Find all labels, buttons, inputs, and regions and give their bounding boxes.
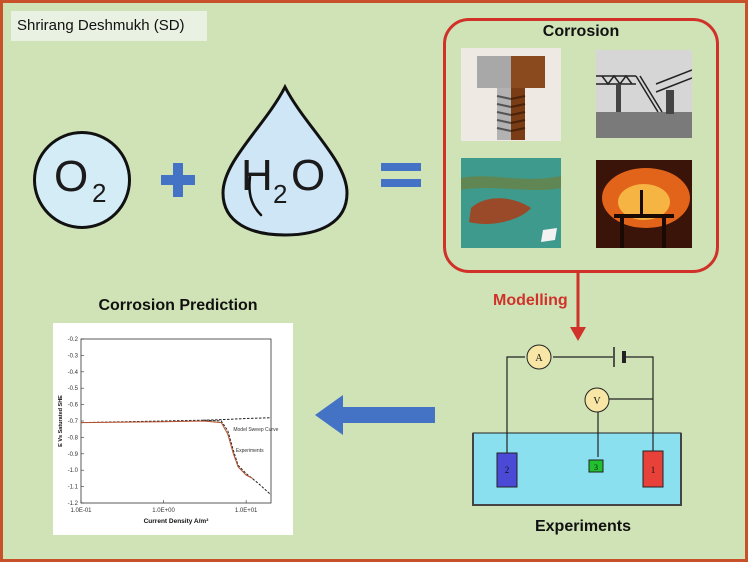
chart-svg: -0.2 -0.3 -0.4 -0.5 -0.6 -0.7 -0.8 -0.9 -1.0 -1.1… xyxy=(58,337,279,525)
corrosion-panel xyxy=(443,18,719,273)
y-tick-label: -1.0 xyxy=(68,468,79,474)
y-tick-label: -0.6 xyxy=(68,403,79,409)
y-tick-label: -0.5 xyxy=(68,386,79,392)
y-tick-label: -0.2 xyxy=(68,337,79,343)
arrow-left-icon xyxy=(315,395,435,435)
water-drop-icon xyxy=(221,83,349,237)
y-tick-label: -0.9 xyxy=(68,452,79,458)
x-tick-label: 1.0E+01 xyxy=(235,508,258,514)
ammeter-label: A xyxy=(535,353,543,364)
electrode-3-label: 3 xyxy=(594,463,598,472)
x-tick-label: 1.0E+00 xyxy=(152,508,175,514)
oxygen-molecule-icon: O 2 xyxy=(33,131,131,229)
voltmeter-label: V xyxy=(593,396,601,407)
annotation-label: Model Sweep Curve xyxy=(233,427,278,433)
y-tick-label: -1.2 xyxy=(68,501,79,507)
y-tick-label: -0.7 xyxy=(68,419,79,425)
o2-letter: O xyxy=(54,152,89,201)
x-axis-label: Current Density A/m² xyxy=(144,518,210,525)
series-line-2 xyxy=(80,420,253,479)
equals-icon xyxy=(381,163,421,187)
x-tick-label: 1.0E-01 xyxy=(70,508,92,514)
corrosion-prediction-title: Corrosion Prediction xyxy=(98,297,258,314)
h2o-subscript: 2 xyxy=(273,179,288,209)
y-tick-label: -0.3 xyxy=(68,353,79,359)
polarization-chart: -0.2 -0.3 -0.4 -0.5 -0.6 -0.7 -0.8 -0.9 -1.0 -1.1… xyxy=(53,323,293,535)
collapsed-bridge-photo xyxy=(596,50,692,138)
electrode-1-label: 1 xyxy=(651,465,656,475)
y-axis-label: E Vs Saturated SHE xyxy=(58,395,64,447)
o2-subscript: 2 xyxy=(92,178,107,208)
oil-rig-fire-photo xyxy=(596,160,692,248)
arrow-down-icon xyxy=(570,273,586,341)
h2o-h-letter: H xyxy=(241,151,273,200)
corrosion-title: Corrosion xyxy=(542,23,620,40)
series-line-1 xyxy=(202,417,272,421)
plot-area xyxy=(80,338,272,504)
plus-icon xyxy=(161,163,195,197)
electrochemical-cell-diagram: A V 2 3 1 xyxy=(472,344,682,506)
y-tick-label: -0.4 xyxy=(68,370,79,376)
rusted-bolt-photo xyxy=(461,48,561,141)
oil-spill-photo xyxy=(461,158,561,248)
series-line-0 xyxy=(80,419,272,496)
experiments-label: Experiments xyxy=(534,518,632,535)
annotation-label: Experiments xyxy=(236,448,264,454)
y-tick-label: -0.8 xyxy=(68,435,79,441)
h2o-o-letter: O xyxy=(291,151,326,200)
electrode-2-label: 2 xyxy=(505,465,510,475)
author-label: Shrirang Deshmukh (SD) xyxy=(11,11,207,41)
modelling-label: Modelling xyxy=(493,292,568,309)
y-tick-label: -1.1 xyxy=(68,485,79,491)
